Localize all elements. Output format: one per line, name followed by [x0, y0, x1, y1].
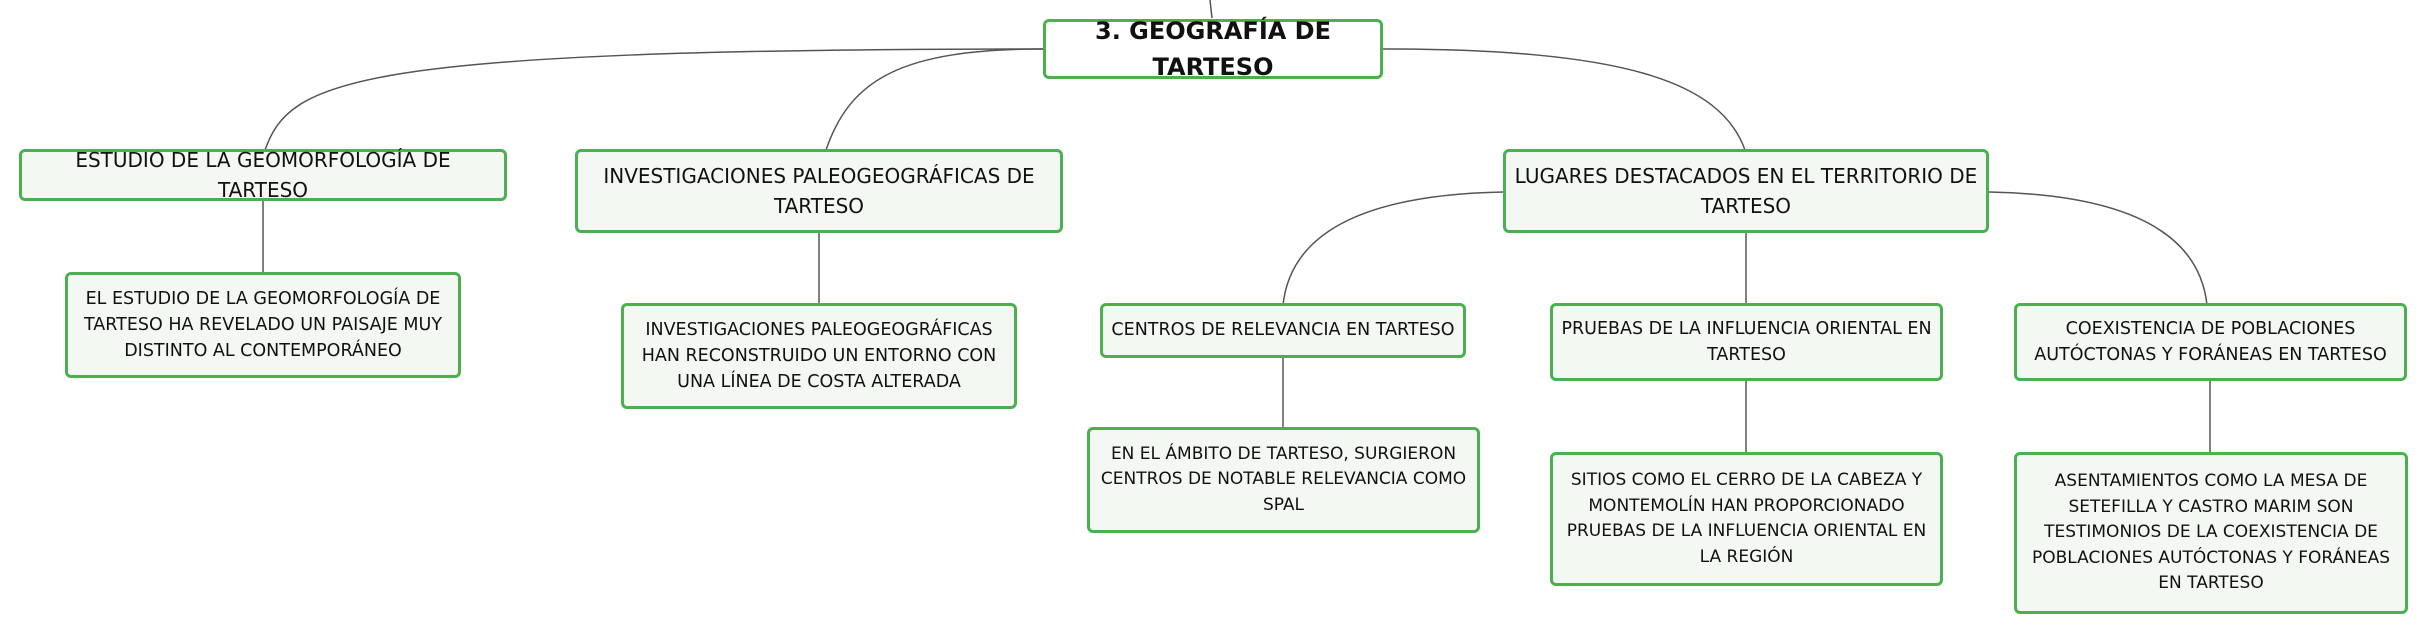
- topic-paleogeografia[interactable]: INVESTIGACIONES PALEOGEOGRÁFICAS DE TART…: [575, 149, 1063, 233]
- subtopic-influencia-detalle[interactable]: SITIOS COMO EL CERRO DE LA CABEZA Y MONT…: [1550, 452, 1943, 586]
- subtopic-geomorfologia-detalle[interactable]: EL ESTUDIO DE LA GEOMORFOLOGÍA DE TARTES…: [65, 272, 461, 378]
- subtopic-centros-detalle[interactable]: EN EL ÁMBITO DE TARTESO, SURGIERON CENTR…: [1087, 427, 1480, 533]
- root-topic[interactable]: 3. GEOGRAFÍA DE TARTESO: [1043, 17, 1383, 81]
- subtopic-centros[interactable]: CENTROS DE RELEVANCIA EN TARTESO: [1100, 303, 1466, 358]
- connector-root-paleogeografia: [825, 48, 1044, 151]
- topic-lugares[interactable]: LUGARES DESTACADOS EN EL TERRITORIO DE T…: [1503, 149, 1989, 233]
- subtopic-influencia[interactable]: PRUEBAS DE LA INFLUENCIA ORIENTAL EN TAR…: [1550, 303, 1943, 381]
- connector-root-lugares: [1382, 48, 1746, 151]
- connector-root-parent: [1209, 0, 1213, 19]
- connector-lugares-coexistencia: [1988, 191, 2208, 306]
- topic-geomorfologia[interactable]: ESTUDIO DE LA GEOMORFOLOGÍA DE TARTESO: [19, 148, 507, 202]
- subtopic-paleogeografia-detalle[interactable]: INVESTIGACIONES PALEOGEOGRÁFICAS HAN REC…: [621, 303, 1017, 409]
- connector-root-geomorfologia: [264, 48, 1044, 151]
- subtopic-coexistencia-detalle[interactable]: ASENTAMIENTOS COMO LA MESA DE SETEFILLA …: [2014, 452, 2408, 614]
- subtopic-coexistencia[interactable]: COEXISTENCIA DE POBLACIONES AUTÓCTONAS Y…: [2014, 303, 2407, 381]
- connector-lugares-centros: [1282, 191, 1504, 306]
